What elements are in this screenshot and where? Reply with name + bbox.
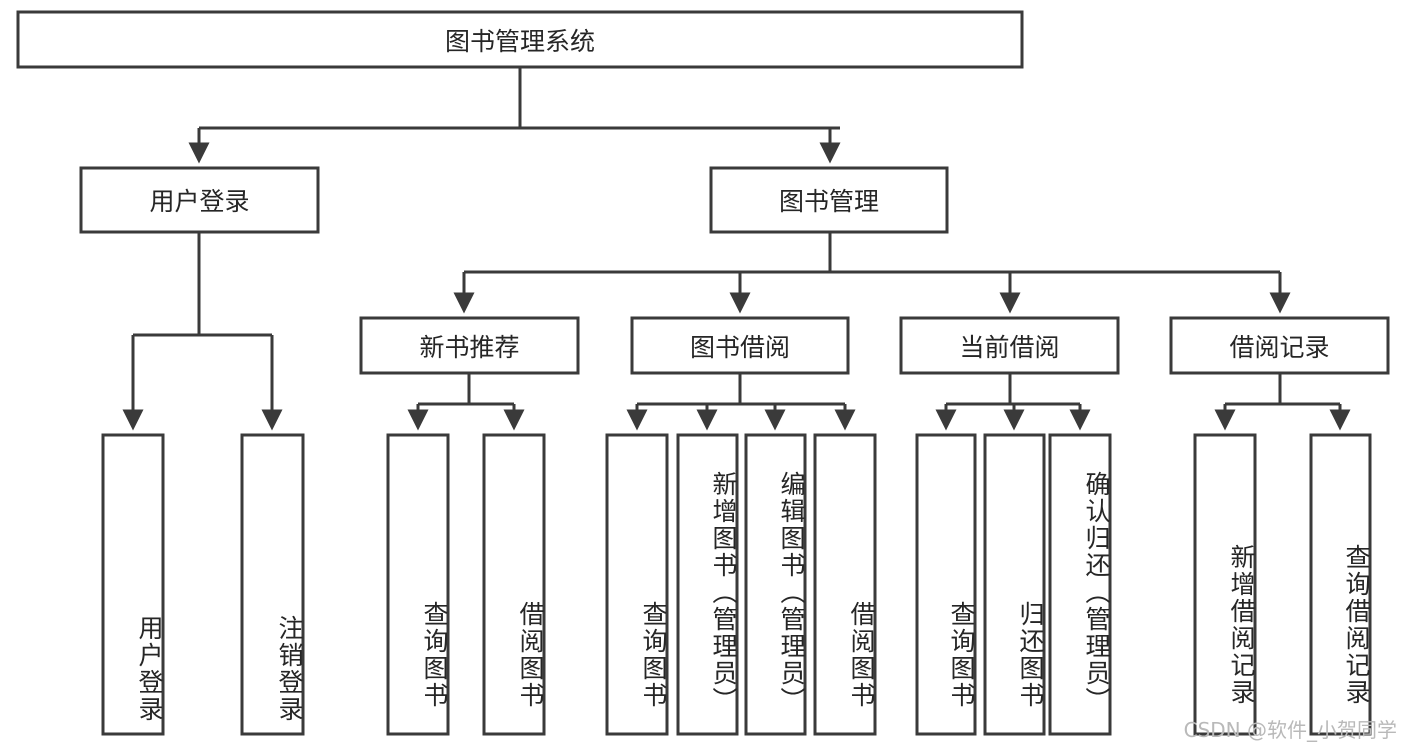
watermark-text: CSDN @软件_小贺同学 xyxy=(1183,718,1397,742)
leaf-box-user-login-1[interactable] xyxy=(240,433,305,736)
leaf-box-current-borrow-2[interactable] xyxy=(1048,433,1112,736)
node-box-new-book-recommend[interactable] xyxy=(359,316,580,375)
connector-currentborrow-to-leaves xyxy=(935,373,1091,431)
connector-userlogin-to-leaves xyxy=(122,232,283,431)
connector-bookmgmt-to-level3 xyxy=(453,232,1291,314)
node-box-book-management[interactable] xyxy=(709,166,949,234)
leaf-box-user-login-0[interactable] xyxy=(101,433,165,736)
leaf-box-current-borrow-0[interactable] xyxy=(915,433,977,736)
connector-borrowrecord-to-leaves xyxy=(1214,373,1351,431)
connector-newbook-to-leaves xyxy=(407,373,525,431)
leaf-box-new-book-0[interactable] xyxy=(386,433,450,736)
node-box-root[interactable] xyxy=(16,10,1024,69)
node-box-borrow-record[interactable] xyxy=(1169,316,1390,375)
leaf-box-book-borrow-3[interactable] xyxy=(813,433,877,736)
leaf-box-book-borrow-1[interactable] xyxy=(676,433,739,736)
leaf-box-borrow-record-1[interactable] xyxy=(1309,433,1372,736)
connector-root-to-level2 xyxy=(188,67,841,164)
leaf-box-current-borrow-1[interactable] xyxy=(983,433,1046,736)
leaf-box-book-borrow-0[interactable] xyxy=(605,433,669,736)
leaf-box-book-borrow-2[interactable] xyxy=(744,433,807,736)
leaf-box-new-book-1[interactable] xyxy=(482,433,546,736)
node-box-user-login[interactable] xyxy=(79,166,320,234)
node-box-current-borrow[interactable] xyxy=(899,316,1120,375)
leaf-box-borrow-record-0[interactable] xyxy=(1193,433,1257,736)
node-box-book-borrow[interactable] xyxy=(630,316,850,375)
connector-bookborrow-to-leaves xyxy=(626,373,856,431)
